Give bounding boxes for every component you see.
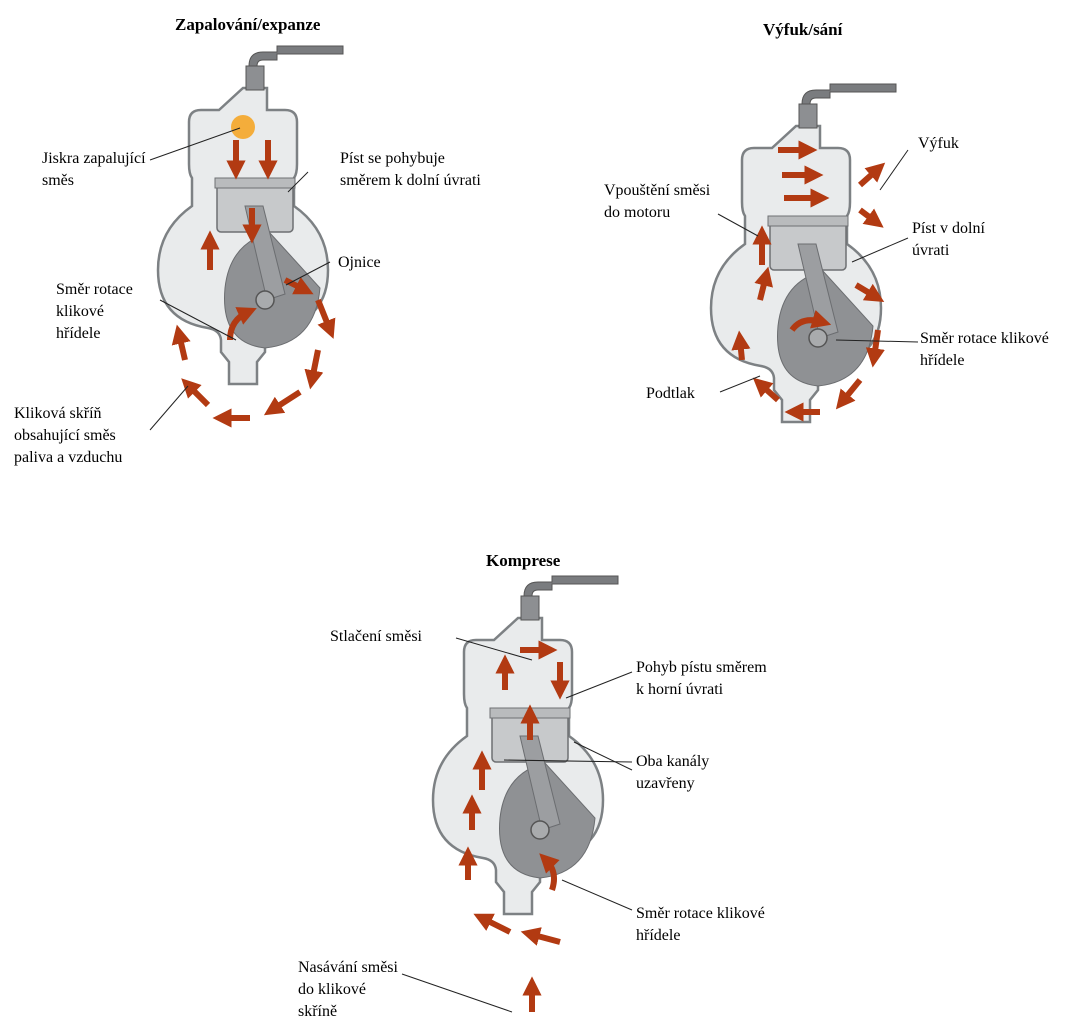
spark-icon [231, 115, 255, 139]
label-rotation: Směr rotace klikové hřídele [56, 281, 137, 342]
label-spark: Jiskra zapalující směs [42, 150, 150, 189]
label-vacuum: Podtlak [646, 385, 695, 402]
label-rotation: Směr rotace klikové hřídele [920, 330, 1053, 369]
panel-compression: Komprese Stlačení směsi Pohyb pístu směr… [298, 551, 771, 1020]
panel-title: Výfuk/sání [763, 20, 843, 39]
label-ports: Oba kanály uzavřeny [636, 753, 713, 792]
label-rotation: Směr rotace klikové hřídele [636, 905, 769, 944]
label-rod: Ojnice [338, 254, 381, 271]
panel-title: Komprese [486, 551, 561, 570]
panel-title: Zapalování/expanze [175, 15, 321, 34]
label-compress: Stlačení směsi [330, 628, 423, 645]
label-piston: Píst v dolní úvrati [912, 220, 989, 259]
label-piston: Píst se pohybuje směrem k dolní úvrati [340, 150, 481, 189]
panel-ignition: Zapalování/expanze Jiskra zapalující smě… [14, 15, 481, 466]
label-suction: Nasávání směsi do klikové skříně [298, 959, 402, 1020]
label-intake: Vpouštění směsi do motoru [604, 182, 714, 221]
label-piston: Pohyb pístu směrem k horní úvrati [636, 659, 771, 698]
label-crankcase: Kliková skříň obsahující směs paliva a v… [14, 405, 122, 466]
label-exhaust: Výfuk [918, 135, 959, 152]
panel-exhaust: Výfuk/sání Výfuk Vpouštění směsi do moto… [604, 20, 1053, 422]
